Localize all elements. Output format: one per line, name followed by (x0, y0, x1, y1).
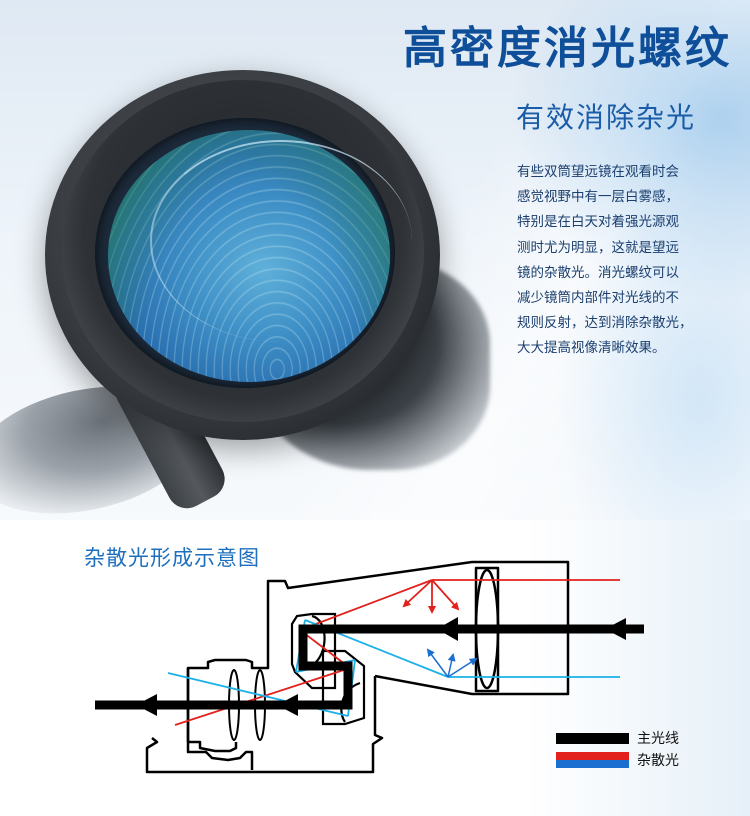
description-line: 减少镜筒内部件对光线的不 (517, 290, 679, 307)
description-line: 感觉视野中有一层白雾感， (517, 189, 679, 206)
product-photo-eyepiece (0, 0, 520, 533)
legend-label: 主光线 (637, 731, 679, 747)
description-line: 特别是在白天对着强光源观 (517, 214, 679, 231)
page-subtitle: 有效消除杂光 (515, 101, 696, 134)
legend-item-main-light: 主光线 (556, 728, 679, 748)
legend-item-stray-light: 杂散光 (556, 750, 679, 770)
lens-reflection-arc (150, 140, 412, 342)
page-title: 高密度消光螺纹 (403, 24, 732, 73)
legend-label: 杂散光 (637, 753, 679, 769)
description-line: 测时尤为明显，这就是望远 (517, 239, 679, 256)
description-line: 规则反射，达到消除杂散光， (517, 315, 693, 332)
description-line: 有些双筒望远镜在观看时会 (517, 164, 679, 180)
diagram-title: 杂散光形成示意图 (84, 546, 260, 570)
description-line: 大大提高视像清晰效果。 (517, 340, 666, 357)
main-light-swatch (556, 732, 629, 744)
description-line: 镜的杂散光。消光螺纹可以 (517, 264, 679, 281)
description-paragraph: 有些双筒望远镜在观看时会 感觉视野中有一层白雾感， 特别是在白天对着强光源观 测… (517, 160, 717, 362)
stray-light-swatch (556, 752, 629, 768)
